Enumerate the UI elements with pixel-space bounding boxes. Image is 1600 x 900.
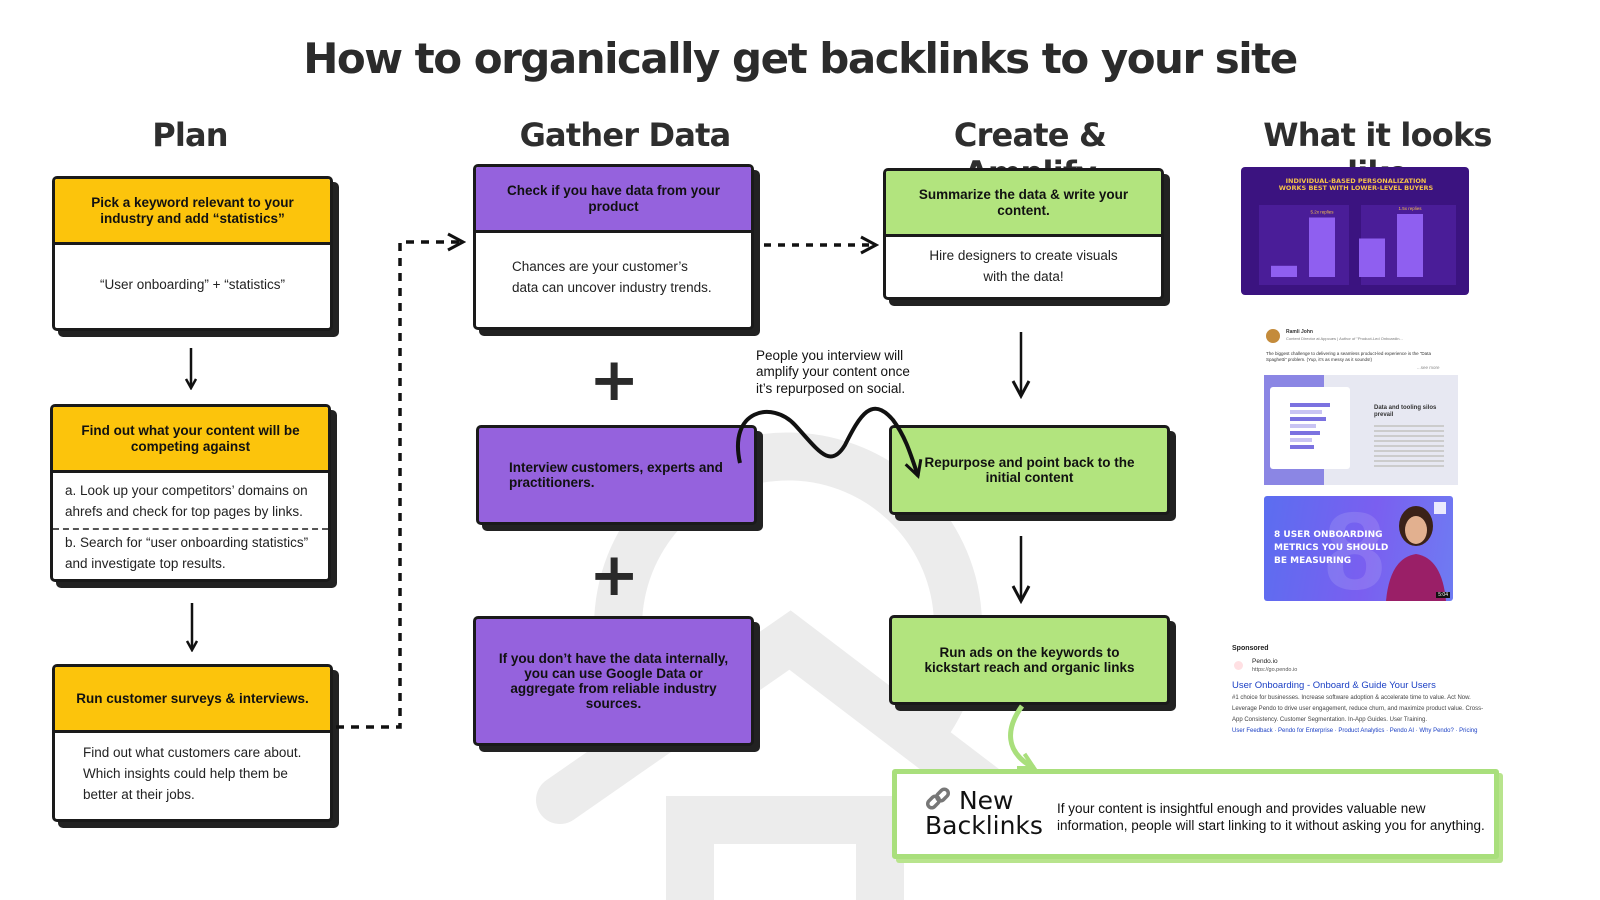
linkedin-image-bar: [1290, 424, 1316, 428]
column-title-gather-data: Gather Data: [519, 116, 732, 154]
column-title-plan: Plan: [152, 116, 228, 154]
gather-step-product-data-heading: Check if you have data from your product: [476, 167, 751, 233]
linkedin-card-heading: Data and tooling silos prevail: [1374, 405, 1437, 419]
new-backlinks-title-line1: New: [958, 786, 1014, 815]
ad-sitelinks[interactable]: User Feedback · Pendo for Enterprise · P…: [1232, 728, 1478, 734]
ad-url: https://go.pendo.io: [1252, 667, 1298, 673]
ad-headline[interactable]: User Onboarding - Onboard & Guide Your U…: [1232, 680, 1436, 691]
linkedin-author-subtitle: Content Director at Appcues | Author of …: [1286, 336, 1403, 341]
example-chart-bar: [1309, 217, 1335, 277]
linkedin-image-bar: [1290, 431, 1320, 435]
plus-sign-2: +: [589, 540, 640, 610]
plan-step-surveys: Run customer surveys & interviews. Find …: [52, 664, 333, 822]
gather-step-product-data: Check if you have data from your product…: [473, 164, 754, 330]
ad-description-line-2: Leverage Pendo to drive user engagement,…: [1232, 706, 1484, 712]
example-chart-bar-label: 1.5x replies: [1398, 206, 1422, 211]
new-backlinks-description: If your content is insightful enough and…: [1057, 801, 1485, 833]
linkedin-author-name: Ramli John: [1286, 329, 1313, 335]
gather-step-external-data: If you don’t have the data internally, y…: [473, 616, 754, 746]
ad-brand: Pendo.io: [1252, 658, 1278, 665]
create-step-write-content: Summarize the data & write your content.…: [883, 168, 1164, 300]
new-backlinks-card: New Backlinks If your content is insight…: [892, 769, 1499, 859]
plan-step-keyword-body: “User onboarding” + “statistics”: [100, 277, 285, 292]
video-presenter: [1386, 502, 1446, 601]
plan-step-keyword: Pick a keyword relevant to your industry…: [52, 176, 333, 331]
ad-sponsored-label: Sponsored: [1232, 645, 1269, 652]
linkedin-image-bar: [1290, 417, 1326, 421]
plan-step-surveys-body: Find out what customers care about. Whic…: [83, 745, 302, 802]
plan-step-competition: Find out what your content will be compe…: [50, 404, 331, 582]
example-chart-bar-label: 5.2x replies: [1310, 210, 1334, 215]
ad-favicon-icon: [1234, 661, 1243, 670]
example-search-ad: Sponsored Pendo.io https://go.pendo.io U…: [1230, 643, 1530, 743]
example-chart-title: INDIVIDUAL-BASED PERSONALIZATION WORKS B…: [1278, 177, 1434, 193]
linkedin-image-bar: [1290, 410, 1322, 414]
example-video-thumbnail: 8 8 USER ONBOARDING METRICS YOU SHOULD B…: [1264, 496, 1453, 601]
dashed-divider: [53, 527, 328, 530]
linkedin-post-image: Data and tooling silos prevail: [1264, 375, 1458, 485]
new-backlinks-title: New Backlinks: [925, 787, 1043, 838]
link-icon: [925, 787, 951, 811]
video-duration-badge: 5:04: [1436, 592, 1450, 598]
example-chart-bar: [1397, 214, 1423, 277]
ad-description-line-1: #1 choice for businesses. Increase softw…: [1232, 695, 1471, 701]
example-chart-bar: [1359, 238, 1385, 277]
create-step-repurpose: Repurpose and point back to the initial …: [889, 425, 1170, 515]
plus-sign-1: +: [589, 345, 640, 415]
example-chart-graphic: INDIVIDUAL-BASED PERSONALIZATION WORKS B…: [1241, 167, 1469, 295]
video-background-number: 8: [1324, 496, 1386, 601]
avatar: [1266, 329, 1280, 343]
plan-step-competition-heading: Find out what your content will be compe…: [53, 407, 328, 473]
video-title: 8 USER ONBOARDING METRICS YOU SHOULD BE …: [1274, 530, 1389, 567]
create-step-write-content-heading: Summarize the data & write your content.: [886, 171, 1161, 237]
plan-step-competition-body-b: b. Search for “user onboarding statistic…: [65, 534, 309, 571]
gather-step-interviews: Interview customers, experts and practit…: [476, 425, 757, 525]
linkedin-card-lines: [1374, 425, 1444, 470]
linkedin-see-more: ...see more: [1417, 365, 1440, 370]
linkedin-post-text: The biggest challenge to delivering a se…: [1266, 351, 1431, 362]
example-chart-bar: [1271, 265, 1297, 277]
plan-step-surveys-heading: Run customer surveys & interviews.: [55, 667, 330, 733]
plan-step-keyword-heading: Pick a keyword relevant to your industry…: [55, 179, 330, 245]
create-step-write-content-body: Hire designers to create visuals with th…: [929, 248, 1118, 284]
linkedin-image-bar: [1290, 445, 1314, 449]
ad-description-line-3: App Consistency. Customer Segmentation. …: [1232, 717, 1427, 723]
new-backlinks-title-line2: Backlinks: [925, 811, 1043, 840]
create-step-run-ads: Run ads on the keywords to kickstart rea…: [889, 615, 1170, 705]
interview-annotation: People you interview will amplify your c…: [756, 348, 910, 396]
linkedin-image-bar: [1290, 403, 1330, 407]
example-chart-bars: 5.2x replies 1.5x replies: [1259, 205, 1456, 285]
linkedin-image-bar: [1290, 438, 1312, 442]
plan-step-competition-body-a: a. Look up your competitors’ domains on …: [65, 483, 308, 519]
gather-step-product-data-body: Chances are your customer’s data can unc…: [512, 259, 712, 295]
linkedin-image-bars: [1290, 403, 1330, 449]
page-title: How to organically get backlinks to your…: [303, 34, 1298, 83]
example-linkedin-post: Ramli John Content Director at Appcues |…: [1262, 325, 1458, 485]
